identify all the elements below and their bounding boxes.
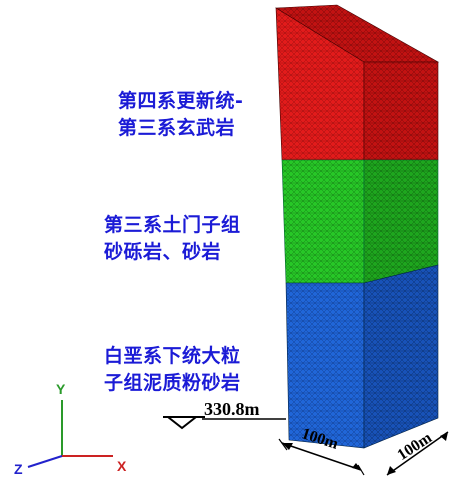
quaternary-label: 第四系更新统- 第三系玄武岩 xyxy=(118,88,243,142)
quaternary-label-line2: 第三系玄武岩 xyxy=(118,117,236,139)
cretaceous-label-line1: 白垩系下统大粒 xyxy=(104,345,241,367)
elevation-triangle-icon xyxy=(165,416,199,430)
red-layer-side xyxy=(363,61,439,161)
side-depth-label: 100m xyxy=(394,429,435,464)
blue-layer-front xyxy=(285,282,365,449)
tertiary-label-line2: 砂砾岩、砂岩 xyxy=(104,241,222,263)
axis-z-label: Z xyxy=(14,461,23,477)
green-layer-side xyxy=(363,159,439,284)
side-depth-dimension xyxy=(386,431,449,476)
cretaceous-label: 白垩系下统大粒 子组泥质粉砂岩 xyxy=(104,343,241,397)
tertiary-label: 第三系土门子组 砂砾岩、砂岩 xyxy=(104,212,241,266)
z-axis-line xyxy=(27,455,63,468)
cretaceous-label-line2: 子组泥质粉砂岩 xyxy=(104,372,241,394)
green-layer-front xyxy=(281,159,365,284)
elevation-label: 330.8m xyxy=(204,399,260,419)
axis-x-label: X xyxy=(117,458,127,474)
axis-y-label: Y xyxy=(56,381,66,397)
tertiary-label-line1: 第三系土门子组 xyxy=(104,214,241,236)
quaternary-label-line1: 第四系更新统- xyxy=(118,90,244,112)
elevation-marker xyxy=(163,416,286,430)
front-width-dimension xyxy=(278,438,365,476)
axis-triad xyxy=(27,400,113,468)
blue-layer-side xyxy=(363,264,439,449)
